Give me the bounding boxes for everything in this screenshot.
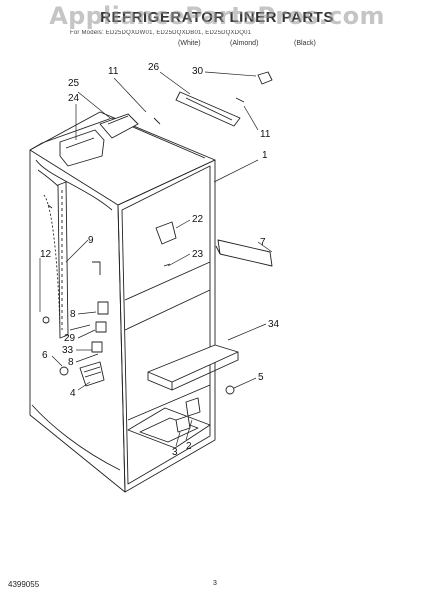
callout-1: 1	[262, 150, 268, 161]
callout-3: 3	[172, 447, 178, 458]
callout-23: 23	[192, 249, 204, 260]
color-code-almond: (Almond)	[230, 40, 259, 47]
callout-11-top: 11	[108, 66, 119, 77]
callout-8-upper: 8	[70, 309, 76, 320]
callout-12: 12	[40, 249, 52, 260]
diagram-header: REFRIGERATOR LINER PARTS AppliancePartsP…	[0, 0, 434, 58]
document-part-number: 4399055	[8, 580, 40, 589]
callout-2: 2	[186, 441, 192, 452]
control-components	[42, 204, 109, 387]
leader-lines	[39, 71, 273, 447]
crisper-cover-support	[147, 344, 239, 391]
top-trim	[175, 91, 245, 127]
callout-6: 6	[42, 350, 48, 361]
screw-part	[225, 385, 235, 395]
callout-26: 26	[148, 62, 160, 73]
callout-11-right: 11	[260, 129, 271, 140]
shelf-rail	[57, 181, 69, 339]
color-code-white: (White)	[178, 40, 201, 47]
side-bracket	[215, 239, 273, 267]
callout-8-lower: 8	[68, 357, 74, 368]
callout-7: 7	[260, 237, 266, 248]
callout-9: 9	[88, 235, 94, 246]
callout-29: 29	[64, 333, 76, 344]
callout-34: 34	[268, 319, 280, 330]
diagram-title: REFRIGERATOR LINER PARTS	[100, 9, 334, 26]
callout-4: 4	[70, 388, 76, 399]
page-number: 3	[213, 580, 217, 587]
model-list: For Models: ED25DQXDW01, ED25DQXDB01, ED…	[70, 30, 252, 36]
watermark-logo-text: AppliancePartsPros.com	[49, 2, 385, 30]
color-codes: (White) (Almond) (Black)	[0, 40, 434, 50]
callout-24: 24	[68, 93, 80, 104]
color-code-black: (Black)	[294, 40, 316, 47]
clip-part	[257, 71, 273, 85]
light-housing	[59, 113, 161, 167]
callout-25: 25	[68, 78, 80, 89]
callout-33: 33	[62, 345, 74, 356]
callout-30: 30	[192, 66, 204, 77]
callout-22: 22	[192, 214, 204, 225]
bracket	[155, 221, 177, 267]
floor-brackets	[175, 397, 201, 433]
callout-numbers: 25 24 11 26 30 11 1 22 23 7 9 12 8 29 34…	[40, 62, 280, 458]
callout-5: 5	[258, 372, 264, 383]
